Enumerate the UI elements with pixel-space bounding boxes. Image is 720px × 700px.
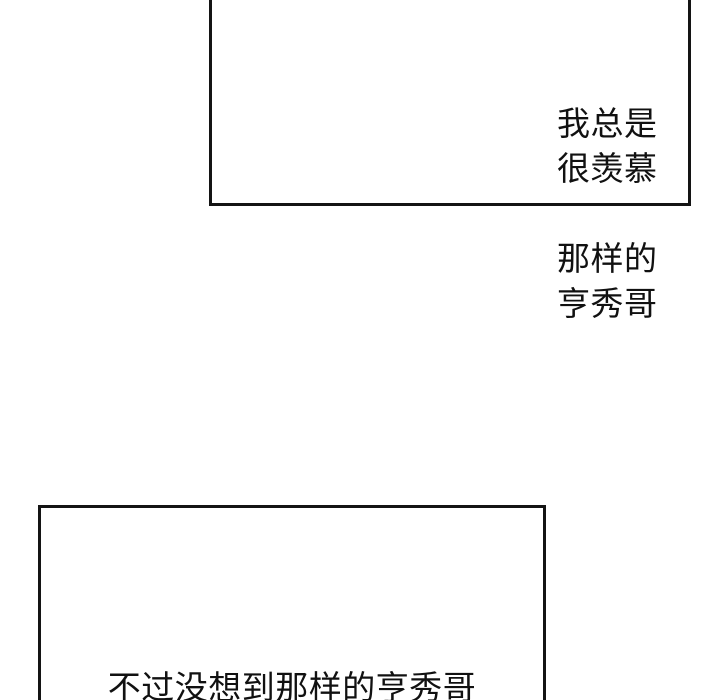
dialogue-line: 不过没想到那样的亨秀哥 — [107, 669, 477, 700]
dialogue-line: 那样的亨秀哥 — [557, 240, 658, 322]
dialogue-text-bottom: 不过没想到那样的亨秀哥 居然跟我互换了身体... — [44, 620, 540, 700]
dialogue-line: 我总是很羡慕 — [557, 105, 658, 187]
dialogue-text-top: 我总是很羡慕 那样的亨秀哥 — [557, 56, 688, 371]
comic-panel-bottom: 不过没想到那样的亨秀哥 居然跟我互换了身体... — [38, 505, 546, 700]
comic-panel-top: 我总是很羡慕 那样的亨秀哥 — [209, 0, 691, 322]
